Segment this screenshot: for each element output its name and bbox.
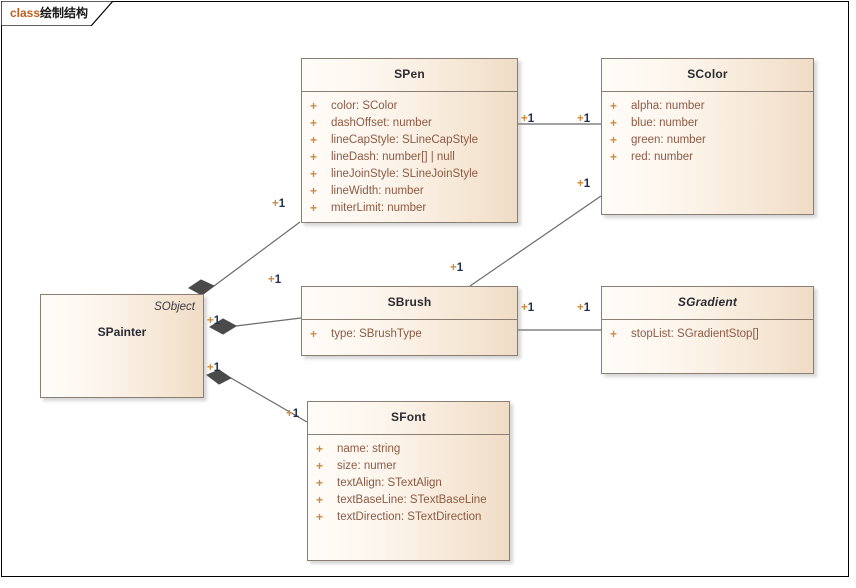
multiplicity-spainter-sfont-source: +1: [207, 362, 221, 374]
visibility-marker: +: [310, 116, 318, 130]
class-box-sbrush[interactable]: SBrush + type: SBrushType: [301, 286, 518, 356]
class-header-sfont: SFont: [308, 402, 509, 435]
attribute-text: lineJoinStyle: SLineJoinStyle: [331, 168, 479, 180]
multiplicity-spen-target: +1: [521, 113, 535, 125]
attribute-row: + blue: number: [602, 115, 813, 132]
attribute-text: lineDash: number[] | null: [331, 151, 455, 163]
visibility-marker: +: [316, 459, 324, 473]
attribute-row: + alpha: number: [602, 98, 813, 115]
multiplicity-spainter-sbrush-source: +1: [207, 315, 221, 327]
attribute-row: + lineDash: number[] | null: [302, 149, 517, 166]
class-box-scolor[interactable]: SColor + alpha: number + blue: number + …: [601, 58, 814, 215]
attribute-row: + miterLimit: number: [302, 200, 517, 217]
diagram-name: 绘制结构: [40, 6, 89, 20]
attribute-row: + size: numer: [308, 458, 509, 475]
attribute-row: + red: number: [602, 149, 813, 166]
attribute-text: name: string: [337, 443, 401, 455]
visibility-marker: +: [310, 99, 318, 113]
connector-spainter-sbrush: [208, 317, 302, 335]
class-name-spen: SPen: [394, 67, 425, 81]
visibility-marker: +: [310, 327, 318, 341]
attribute-text: dashOffset: number: [331, 117, 432, 129]
multiplicity-scolor-source-top: +1: [577, 113, 591, 125]
attribute-row: + dashOffset: number: [302, 115, 517, 132]
attribute-row: + lineJoinStyle: SLineJoinStyle: [302, 166, 517, 183]
visibility-marker: +: [310, 133, 318, 147]
class-box-sgradient[interactable]: SGradient + stopList: SGradientStop[]: [601, 286, 814, 374]
attribute-text: type: SBrushType: [331, 328, 422, 340]
attribute-row: + type: SBrushType: [302, 326, 517, 343]
class-header-spainter: SObject: [41, 295, 203, 328]
class-header-scolor: SColor: [602, 59, 813, 92]
attribute-row: + stopList: SGradientStop[]: [602, 326, 813, 343]
class-attributes-spen: + color: SColor + dashOffset: number + l…: [302, 92, 517, 223]
visibility-marker: +: [610, 99, 618, 113]
multiplicity-sgradient-source: +1: [577, 302, 591, 314]
attribute-text: textBaseLine: STextBaseLine: [337, 494, 487, 506]
attribute-row: + textBaseLine: STextBaseLine: [308, 492, 509, 509]
attribute-text: red: number: [631, 151, 694, 163]
visibility-marker: +: [316, 442, 324, 456]
attribute-row: + green: number: [602, 132, 813, 149]
attribute-text: green: number: [631, 134, 706, 146]
multiplicity-spen-source: +1: [272, 198, 286, 210]
class-attributes-sfont: + name: string + size: numer + textAlign…: [308, 435, 509, 532]
class-box-spainter[interactable]: SObject SPainter: [40, 294, 204, 398]
multiplicity-sfont-target: +1: [286, 408, 300, 420]
visibility-marker: +: [610, 133, 618, 147]
class-name-scolor: SColor: [687, 67, 728, 81]
visibility-marker: +: [310, 167, 318, 181]
attribute-text: textAlign: STextAlign: [337, 477, 442, 489]
multiplicity-sbrush-scolor-source: +1: [450, 262, 464, 274]
class-header-sgradient: SGradient: [602, 287, 813, 320]
class-attributes-scolor: + alpha: number + blue: number + green: …: [602, 92, 813, 172]
diagram-keyword: class: [10, 6, 41, 20]
attribute-text: textDirection: STextDirection: [337, 511, 482, 523]
visibility-marker: +: [316, 493, 324, 507]
visibility-marker: +: [610, 150, 618, 164]
tab-shape-icon: [1, 1, 113, 26]
class-name-sgradient: SGradient: [677, 295, 738, 309]
visibility-marker: +: [610, 327, 618, 341]
attribute-row: + textDirection: STextDirection: [308, 509, 509, 526]
attribute-row: + color: SColor: [302, 98, 517, 115]
attribute-row: + textAlign: STextAlign: [308, 475, 509, 492]
attribute-text: miterLimit: number: [331, 202, 427, 214]
attribute-text: blue: number: [631, 117, 699, 129]
visibility-marker: +: [310, 184, 318, 198]
visibility-marker: +: [310, 150, 318, 164]
attribute-text: alpha: number: [631, 100, 705, 112]
visibility-marker: +: [610, 116, 618, 130]
attribute-text: lineWidth: number: [331, 185, 424, 197]
class-box-sfont[interactable]: SFont + name: string + size: numer + tex…: [307, 401, 510, 561]
class-name-sfont: SFont: [391, 410, 426, 424]
visibility-marker: +: [316, 476, 324, 490]
class-stereotype-spainter: SObject: [154, 301, 195, 313]
class-box-spen[interactable]: SPen + color: SColor + dashOffset: numbe…: [301, 58, 518, 223]
class-header-sbrush: SBrush: [302, 287, 517, 320]
attribute-row: + lineCapStyle: SLineCapStyle: [302, 132, 517, 149]
multiplicity-spainter-spen-source: +1: [268, 274, 282, 286]
visibility-marker: +: [310, 201, 318, 215]
diagram-frame-tab: class绘制结构: [1, 1, 113, 26]
multiplicity-scolor-source-bottom: +1: [577, 178, 591, 190]
diagram-title: class绘制结构: [10, 5, 88, 21]
class-name-spainter: SPainter: [97, 325, 147, 339]
attribute-row: + name: string: [308, 441, 509, 458]
connector-spainter-spen: [188, 221, 301, 296]
class-name-sbrush: SBrush: [387, 295, 432, 309]
visibility-marker: +: [316, 510, 324, 524]
class-header-spen: SPen: [302, 59, 517, 92]
attribute-text: stopList: SGradientStop[]: [631, 328, 759, 340]
attribute-text: color: SColor: [331, 100, 398, 112]
attribute-text: size: numer: [337, 460, 397, 472]
class-attributes-sgradient: + stopList: SGradientStop[]: [602, 320, 813, 349]
class-attributes-sbrush: + type: SBrushType: [302, 320, 517, 349]
attribute-row: + lineWidth: number: [302, 183, 517, 200]
attribute-text: lineCapStyle: SLineCapStyle: [331, 134, 479, 146]
multiplicity-sbrush-target: +1: [521, 302, 535, 314]
